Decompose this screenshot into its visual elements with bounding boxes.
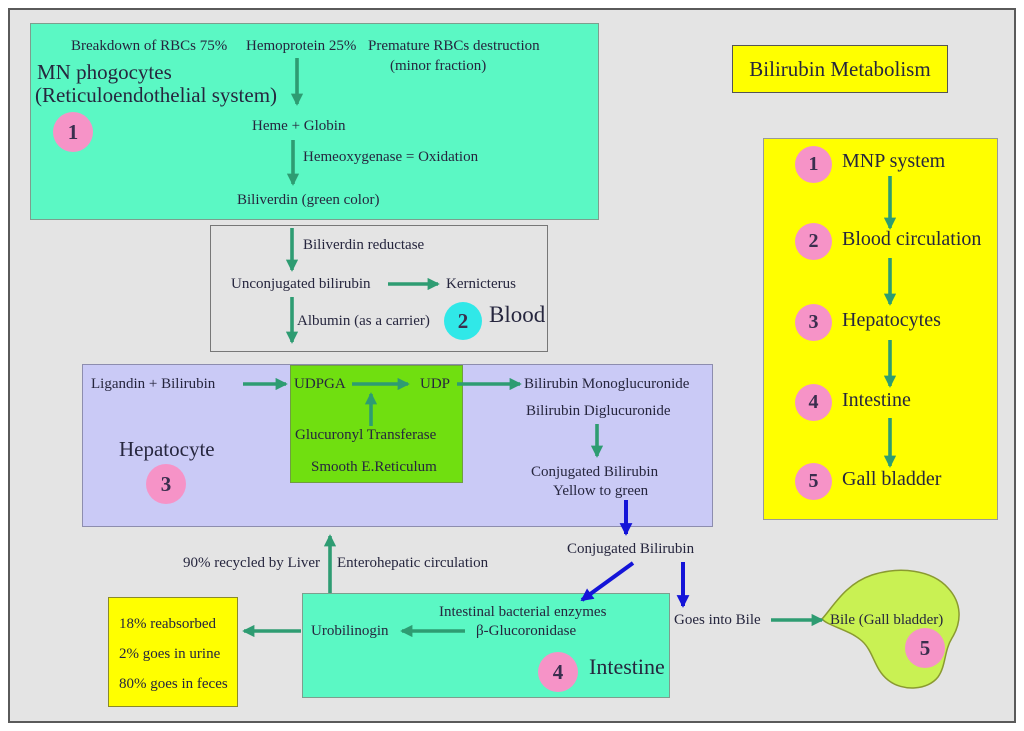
udpga-label: UDPGA bbox=[294, 376, 346, 392]
intestine-label: Intestine bbox=[589, 654, 665, 679]
glucoronidase-label: β-Glucoronidase bbox=[476, 623, 577, 639]
biliverdin-reductase-label: Biliverdin reductase bbox=[303, 237, 425, 253]
biliverdin-label: Biliverdin (green color) bbox=[237, 192, 380, 208]
hemoprotein-label: Hemoprotein 25% bbox=[246, 38, 357, 54]
arrow-conjugated-to-intestine bbox=[580, 561, 635, 602]
feces-label: 80% goes in feces bbox=[119, 676, 228, 692]
diglucuronide-label: Bilirubin Diglucuronide bbox=[526, 403, 671, 419]
glucuronyl-transferase-label: Glucuronyl Transferase bbox=[295, 427, 437, 443]
bile-label: Bile (Gall bladder) bbox=[830, 612, 944, 628]
hemeoxygenase-label: Hemeoxygenase = Oxidation bbox=[303, 149, 479, 165]
urine-label: 2% goes in urine bbox=[119, 646, 221, 662]
albumin-label: Albumin (as a carrier) bbox=[297, 313, 430, 329]
blood-label: Blood bbox=[489, 302, 546, 327]
udp-label: UDP bbox=[420, 376, 451, 392]
badge-2: 2 bbox=[444, 302, 482, 340]
legend-badge-1: 1 bbox=[795, 146, 832, 183]
legend-badge-2: 2 bbox=[795, 223, 832, 260]
minor-fraction-label: (minor fraction) bbox=[390, 58, 487, 74]
breakdown-label: Breakdown of RBCs 75% bbox=[71, 38, 228, 54]
gall-bladder-blob bbox=[820, 569, 960, 689]
reticuloendothelial-heading: (Reticuloendothelial system) bbox=[35, 83, 278, 107]
urobilinogin-label: Urobilinogin bbox=[311, 623, 389, 639]
yellow-to-green-label: Yellow to green bbox=[553, 483, 649, 499]
recycled-label: 90% recycled by Liver bbox=[183, 555, 321, 571]
legend-item-blood-circulation: Blood circulation bbox=[842, 228, 982, 250]
premature-label: Premature RBCs destruction bbox=[368, 38, 540, 54]
ligandin-label: Ligandin + Bilirubin bbox=[91, 376, 216, 392]
intestine-box bbox=[302, 593, 670, 698]
reabsorbed-label: 18% reabsorbed bbox=[119, 616, 217, 632]
legend-badge-4: 4 bbox=[795, 384, 832, 421]
conjugated-bilirubin-label: Conjugated Bilirubin bbox=[531, 464, 659, 480]
smooth-reticulum-label: Smooth E.Reticulum bbox=[311, 459, 437, 475]
mnp-heading: MN phogocytes bbox=[37, 60, 172, 84]
kernicterus-label: Kernicterus bbox=[446, 276, 516, 292]
badge-5: 5 bbox=[905, 628, 945, 668]
badge-4: 4 bbox=[538, 652, 578, 692]
badge-3: 3 bbox=[146, 464, 186, 504]
conjugated-bilirubin-label-2: Conjugated Bilirubin bbox=[567, 541, 695, 557]
blood-box bbox=[210, 225, 548, 352]
badge-1: 1 bbox=[53, 112, 93, 152]
legend-item-intestine: Intestine bbox=[842, 389, 911, 411]
diagram-title: Bilirubin Metabolism bbox=[732, 45, 948, 93]
legend-badge-5: 5 bbox=[795, 463, 832, 500]
unconjugated-bilirubin-label: Unconjugated bilirubin bbox=[231, 276, 371, 292]
monoglucuronide-label: Bilirubin Monoglucuronide bbox=[524, 376, 690, 392]
legend-badge-3: 3 bbox=[795, 304, 832, 341]
legend-item-gall-bladder: Gall bladder bbox=[842, 468, 942, 490]
hepatocyte-label: Hepatocyte bbox=[119, 437, 215, 461]
goes-into-bile-label: Goes into Bile bbox=[674, 612, 761, 628]
legend-item-hepatocytes: Hepatocytes bbox=[842, 309, 941, 331]
excretion-stats-box bbox=[108, 597, 238, 707]
intestinal-enzymes-label: Intestinal bacterial enzymes bbox=[439, 604, 607, 620]
mnp-system-box bbox=[30, 23, 599, 220]
enterohepatic-label: Enterohepatic circulation bbox=[337, 555, 489, 571]
heme-globin-label: Heme + Globin bbox=[252, 118, 346, 134]
legend-item-mnp-system: MNP system bbox=[842, 150, 946, 172]
